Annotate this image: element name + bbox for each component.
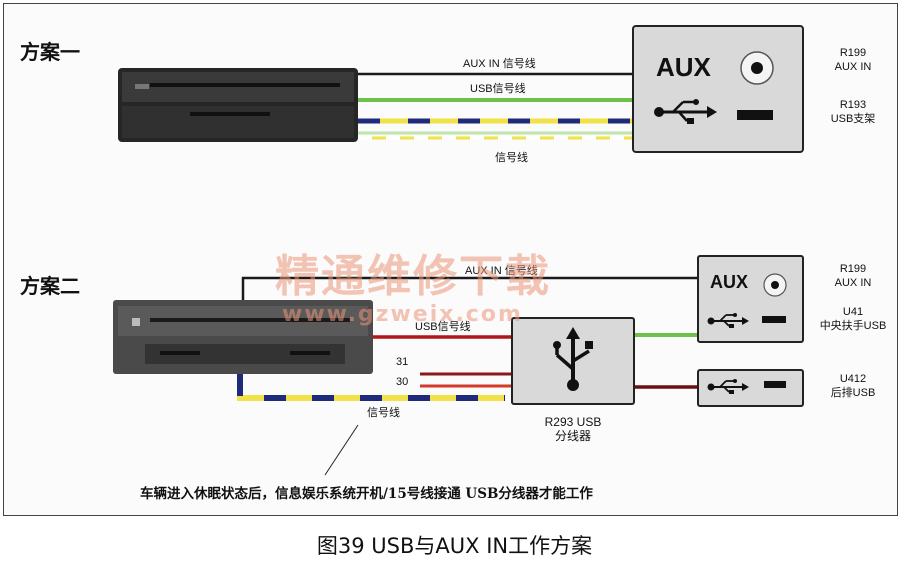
scheme1-title: 方案一 [20,40,80,64]
wire-31-label: 31 [396,356,409,368]
aux-in-wire-2 [241,276,698,300]
usb-port-icon [764,381,786,388]
head-unit-1 [118,68,358,142]
head-unit-2 [113,300,373,374]
aux-box-text-2: AUX [710,272,749,292]
aux-usb-armrest-box [697,255,804,343]
usb-line-label-1: USB信号线 [470,83,526,95]
usb-port-icon [737,110,773,120]
usb-line-label-2: USB信号线 [415,321,471,333]
aux-box-text-1: AUX [656,52,711,82]
aux-usb-bracket-1 [632,25,804,153]
rear-usb-box [697,369,804,407]
usb-icon [707,379,749,394]
signal-line-label-2: 信号线 [367,407,400,419]
scheme2-title: 方案二 [20,274,80,298]
usb-icon [654,99,717,124]
wire-30-label: 30 [396,376,409,388]
signal-line-label-1: 信号线 [495,152,528,164]
figure-caption: 图39 USB与AUX IN工作方案 [316,534,593,558]
usb-icon [707,313,749,328]
usb-hub-box [511,317,635,405]
note-text: 车辆进入休眠状态后，信息娱乐系统开机/15号线接通 USB分线器才能工作 [140,486,593,502]
signal-wire-2-dash [237,374,505,401]
aux-in-line-label-2: AUX IN 信号线 [465,265,538,277]
usb-port-icon [762,316,786,323]
watermark-url: www.gzweix.com [282,302,523,327]
aux-in-line-label-1: AUX IN 信号线 [463,58,536,70]
signal-pointer-line [324,424,359,476]
usb-icon [553,327,593,391]
watermark-cn: 精通维修下载 [275,251,551,302]
